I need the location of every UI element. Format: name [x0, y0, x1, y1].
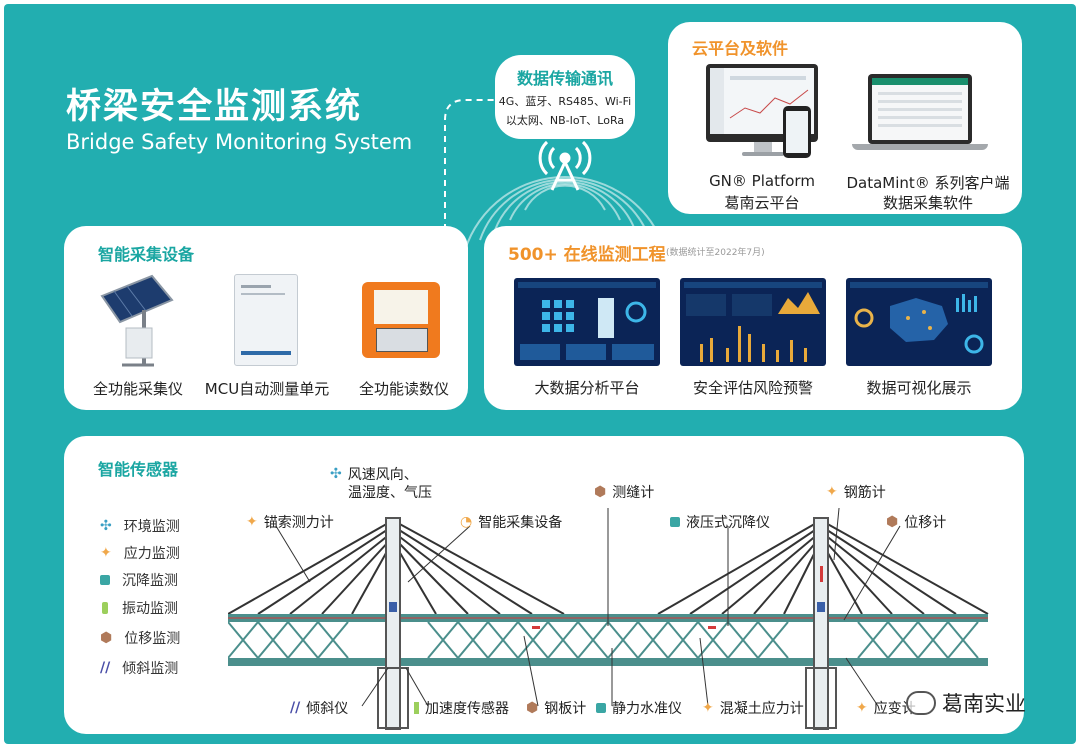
laptop-icon: [868, 74, 972, 144]
legend-item-vibration: 振动监测: [100, 598, 178, 618]
label-level: 静力水准仪: [596, 698, 682, 718]
cloud-card: 云平台及软件 GN® Platform 葛南云平台 DataMint® 系列客: [668, 22, 1022, 214]
cloud-item-1-line2: 葛南云平台: [724, 194, 800, 212]
legend-item-stress: ✦应力监测: [100, 545, 180, 562]
data-transmission-line1: 4G、蓝牙、RS485、Wi-Fi: [498, 95, 632, 108]
square-icon: [670, 517, 680, 527]
label-rebar: ✦钢筋计: [826, 484, 886, 501]
device-3-label: 全功能读数仪: [358, 380, 449, 398]
label-strain: ✦应变计: [856, 700, 916, 717]
star-icon: ✦: [246, 514, 258, 530]
hex-icon: ⬢: [526, 700, 539, 716]
devices-title: 智能采集设备: [98, 245, 195, 264]
data-transmission-title: 数据传输通讯: [516, 69, 613, 88]
phone-icon: [783, 106, 811, 158]
label-accel: 加速度传感器: [414, 698, 509, 718]
mcu-unit-image: [234, 274, 298, 366]
projects-card: 500+ 在线监测工程 (数据统计至2022年7月): [484, 226, 1022, 410]
solar-collector-image: [100, 274, 174, 367]
project-1-label: 大数据分析平台: [534, 379, 640, 397]
page-title: 桥梁安全监测系统: [66, 87, 363, 127]
hex-icon: ⬢: [594, 484, 607, 500]
square-icon: [596, 703, 606, 713]
label-collector: ◔智能采集设备: [460, 514, 563, 531]
watermark: 葛南实业: [906, 688, 1026, 718]
devices-card: 智能采集设备 全功能采集仪 MCU自动测量单元 全功能读数仪: [64, 226, 468, 410]
cloud-item-2-line1: DataMint® 系列客户端: [846, 174, 1010, 192]
data-transmission-line2: 以太网、NB-IoT、LoRa: [505, 114, 625, 127]
hex-icon: ⬢: [886, 514, 899, 530]
tower-icon: [538, 140, 592, 191]
slash-icon: //: [100, 660, 111, 676]
dashboard-screen-1: [514, 278, 660, 366]
star-icon: ✦: [826, 484, 838, 500]
label-tilt: //倾斜仪: [290, 700, 349, 717]
reader-image: [362, 282, 440, 358]
label-hydro: 液压式沉降仪: [670, 512, 770, 532]
hex-icon: ⬢: [100, 630, 113, 646]
label-disp: ⬢位移计: [886, 514, 947, 531]
cloud-item-2-line2: 数据采集软件: [882, 194, 973, 212]
clock-icon: ◔: [460, 514, 473, 530]
wechat-icon: [906, 691, 936, 715]
bar-icon: [102, 602, 108, 614]
dashboard-screen-3: [846, 278, 992, 366]
project-2-label: 安全评估风险预警: [692, 379, 813, 397]
project-3-label: 数据可视化展示: [866, 379, 972, 397]
bar-icon: [414, 702, 419, 714]
legend-item-displacement: ⬢位移监测: [100, 630, 181, 647]
square-icon: [100, 575, 110, 585]
label-wind-line1: ✣风速风向、: [330, 466, 418, 483]
bridge-diagram: [228, 508, 989, 730]
dashboard-screen-2: [680, 278, 826, 366]
sensors-title: 智能传感器: [98, 460, 179, 479]
fan-icon: ✣: [330, 466, 342, 482]
star-icon: ✦: [100, 545, 112, 561]
projects-note: (数据统计至2022年7月): [666, 248, 765, 258]
signal-graphic: [444, 99, 666, 251]
cloud-item-1-line1: GN® Platform: [709, 172, 815, 190]
device-2-label: MCU自动测量单元: [204, 380, 330, 398]
label-steel: ⬢钢板计: [526, 700, 587, 717]
fan-icon: ✣: [100, 518, 112, 534]
star-icon: ✦: [856, 700, 868, 716]
page-subtitle: Bridge Safety Monitoring System: [66, 130, 413, 154]
slash-icon: //: [290, 700, 301, 716]
cloud-title: 云平台及软件: [692, 39, 789, 58]
label-wind-line2: 温湿度、气压: [348, 485, 432, 501]
projects-title: 500+ 在线监测工程: [508, 245, 666, 265]
label-concrete: ✦混凝土应力计: [702, 700, 804, 717]
label-anchor: ✦锚索测力计: [246, 514, 334, 531]
star-icon: ✦: [702, 700, 714, 716]
legend-item-settlement: 沉降监测: [100, 570, 178, 590]
device-1-label: 全功能采集仪: [92, 380, 183, 398]
label-crack: ⬢测缝计: [594, 484, 655, 501]
legend-item-tilt: //倾斜监测: [100, 660, 179, 677]
data-transmission-card: 数据传输通讯 4G、蓝牙、RS485、Wi-Fi 以太网、NB-IoT、LoRa: [495, 55, 635, 139]
legend-item-environment: ✣环境监测: [100, 518, 180, 535]
